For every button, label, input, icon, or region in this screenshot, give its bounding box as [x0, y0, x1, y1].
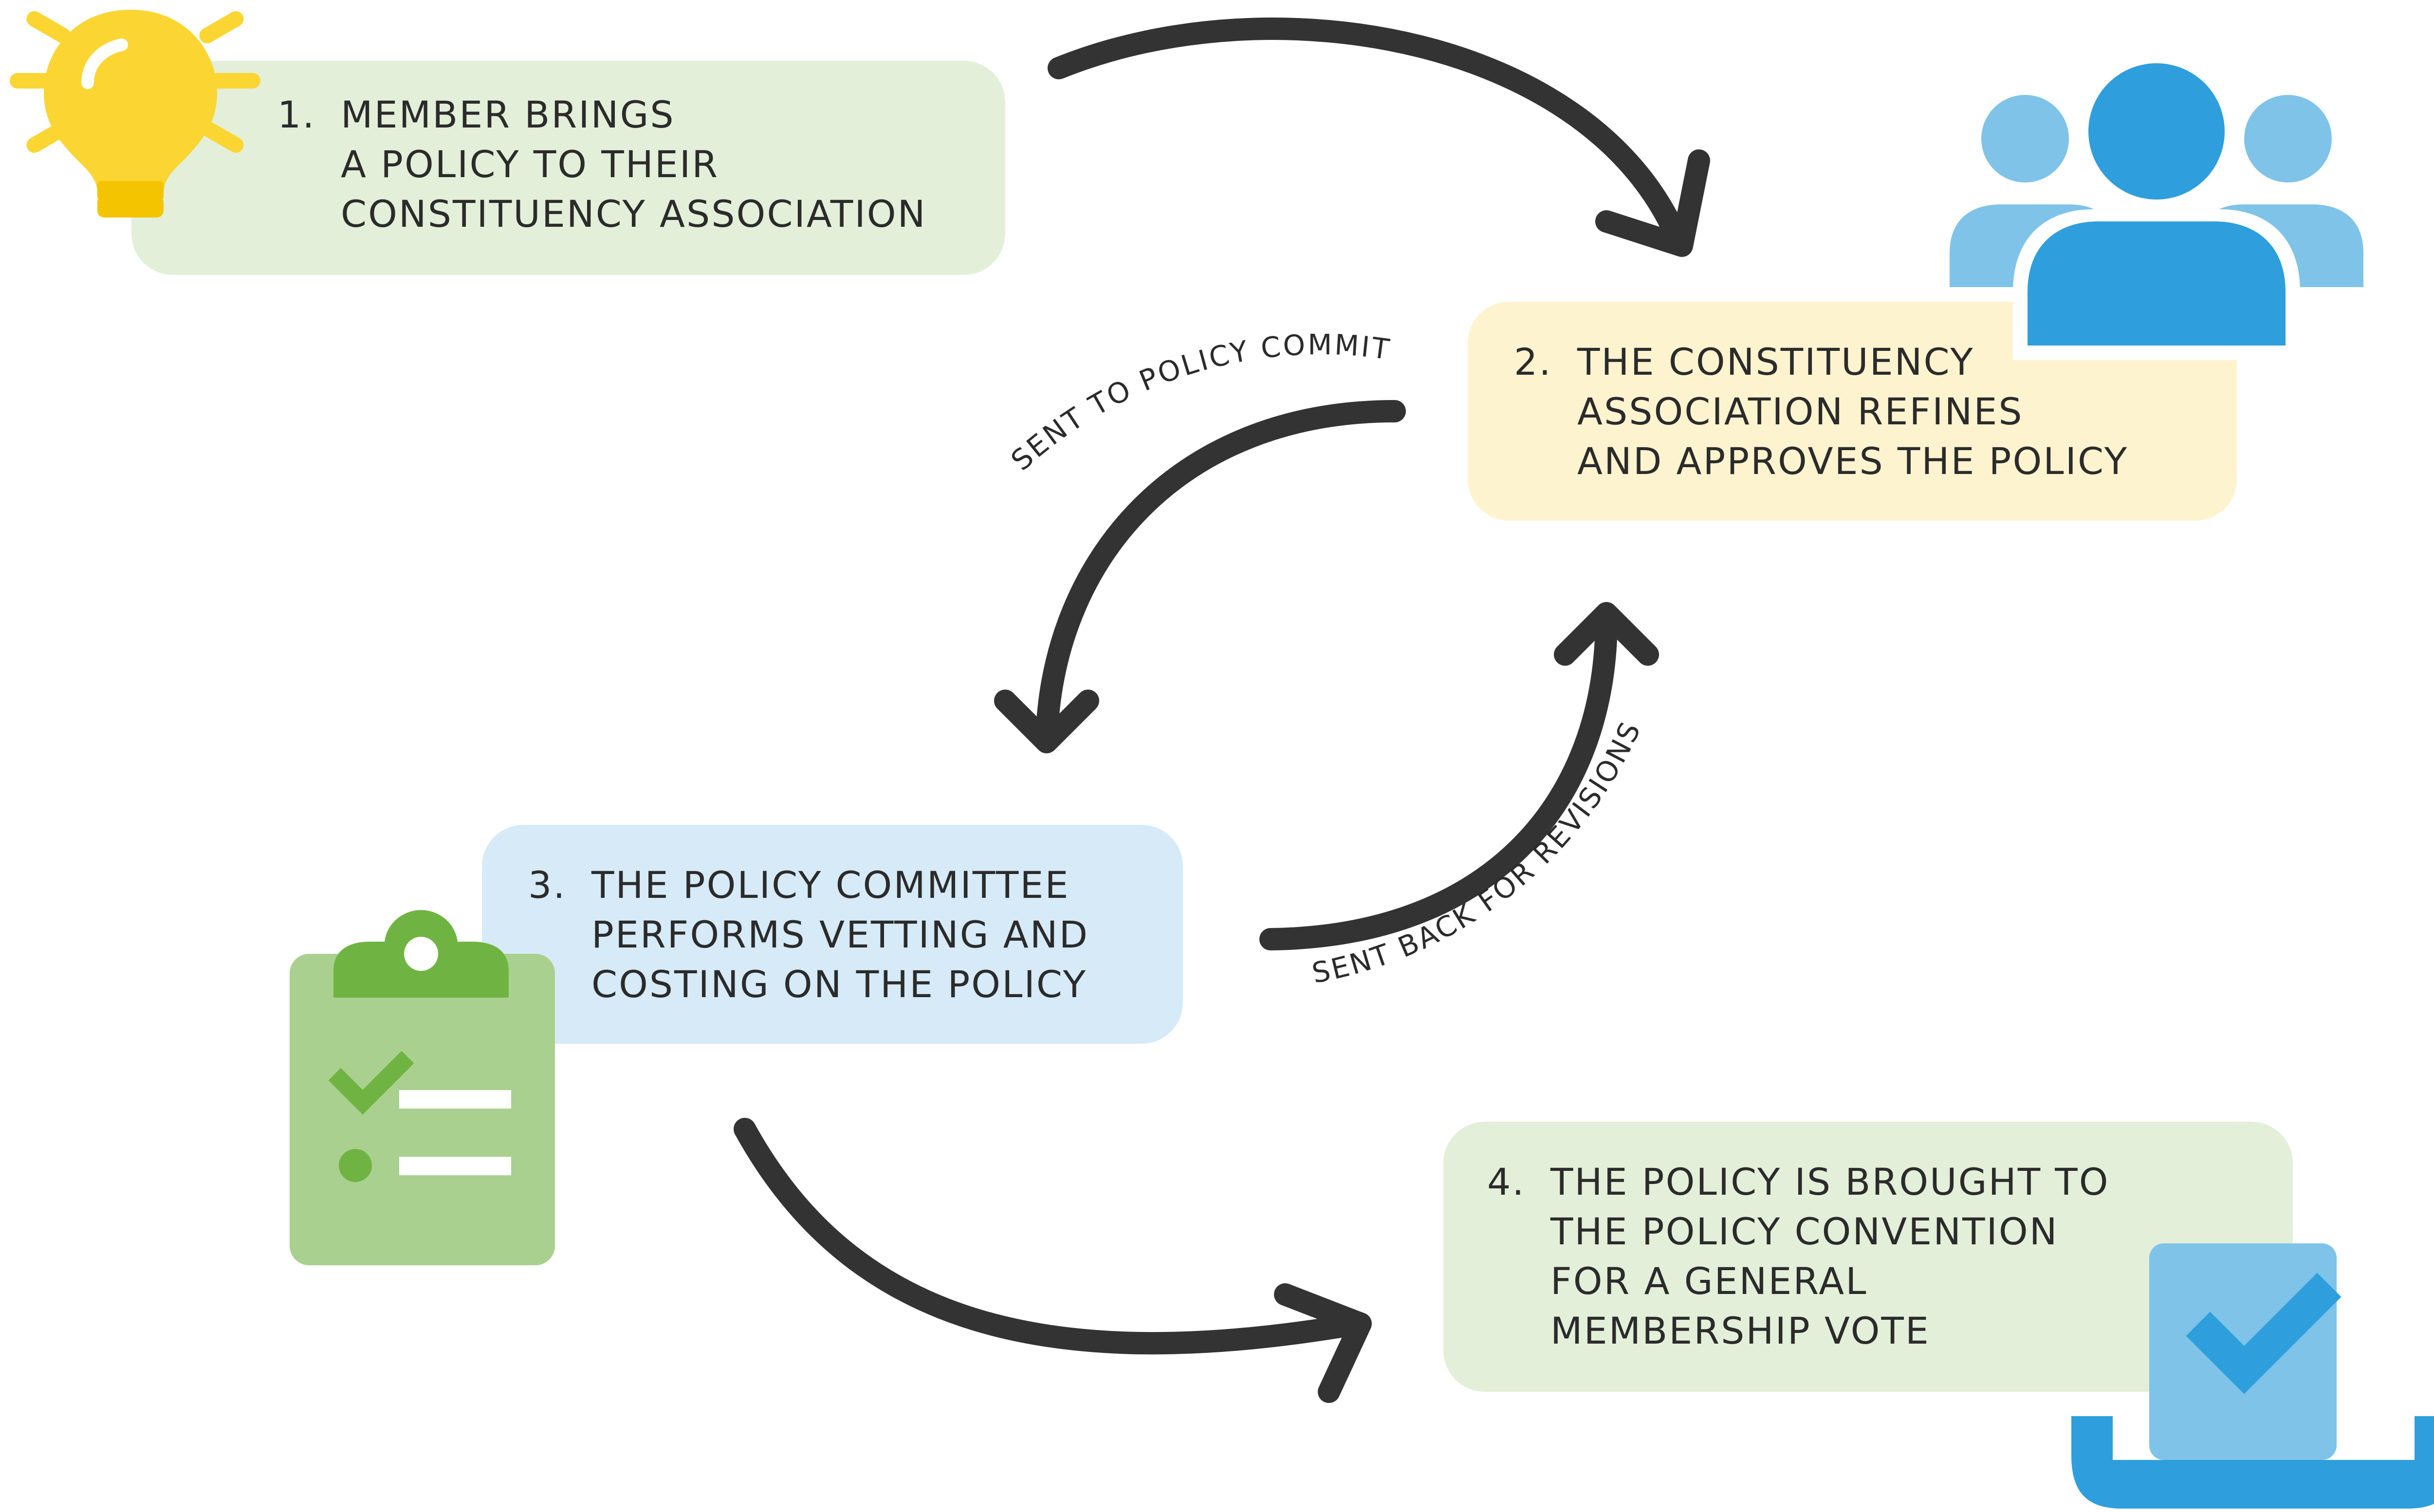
step-4-line-2: THE POLICY CONVENTION: [1550, 1210, 2059, 1253]
step-3-line-1: THE POLICY COMMITTEE: [591, 863, 1069, 907]
step-1-number: 1.: [277, 93, 316, 136]
step-4-background: [1443, 1122, 2293, 1392]
step-1-line-2: A POLICY TO THEIR: [341, 143, 719, 186]
step-1-line-1: MEMBER BRINGS: [341, 93, 675, 136]
arrow-step1-to-step2: [1048, 18, 1710, 257]
step-4-line-1: THE POLICY IS BROUGHT TO: [1550, 1160, 2110, 1203]
step-3-line-3: COSTING ON THE POLICY: [591, 963, 1087, 1006]
step-2-number: 2.: [1514, 340, 1552, 383]
step-3-line-2: PERFORMS VETTING AND: [591, 913, 1089, 956]
step-3-number: 3.: [528, 863, 567, 907]
arrow-step2-to-step3: [994, 400, 1406, 753]
arrow-label-sent-back-for-revisions: SENT BACK FOR REVISIONS: [1309, 715, 1648, 990]
arrow-step3-to-step2: [1259, 602, 1659, 950]
step-4-line-4: MEMBERSHIP VOTE: [1550, 1309, 1930, 1352]
step-3-box: 3. THE POLICY COMMITTEE PERFORMS VETTING…: [482, 825, 1183, 1044]
lightbulb-icon: [10, 10, 260, 218]
step-1-box: 1. MEMBER BRINGS A POLICY TO THEIR CONST…: [131, 61, 1005, 275]
step-2-text: 2. THE CONSTITUENCY ASSOCIATION REFINES …: [1514, 340, 2128, 483]
clipboard-checklist-icon: [290, 910, 555, 1265]
step-2-line-2: ASSOCIATION REFINES: [1577, 390, 2024, 433]
step-2-line-1: THE CONSTITUENCY: [1577, 340, 1974, 383]
step-4-number: 4.: [1487, 1160, 1526, 1203]
step-4-text: 4. THE POLICY IS BROUGHT TO THE POLICY C…: [1487, 1160, 2123, 1352]
step-1-background: [131, 61, 1005, 275]
users-group-icon: [1950, 54, 2363, 360]
step-3-background: [482, 825, 1183, 1044]
step-1-line-3: CONSTITUENCY ASSOCIATION: [341, 192, 926, 236]
step-4-box: 4. THE POLICY IS BROUGHT TO THE POLICY C…: [1443, 1122, 2293, 1392]
arrow-label-sent-back-for-revisions-text: SENT BACK FOR REVISIONS: [1309, 715, 1648, 990]
step-4-line-3: FOR A GENERAL: [1550, 1259, 1868, 1303]
arrow-step3-to-step4: [734, 1118, 1372, 1403]
ballot-box-icon: [2071, 1243, 2434, 1509]
step-2-line-3: AND APPROVES THE POLICY: [1577, 439, 2128, 483]
step-3-text: 3. THE POLICY COMMITTEE PERFORMS VETTING…: [528, 863, 1102, 1006]
step-1-text: 1. MEMBER BRINGS A POLICY TO THEIR CONST…: [277, 93, 926, 236]
